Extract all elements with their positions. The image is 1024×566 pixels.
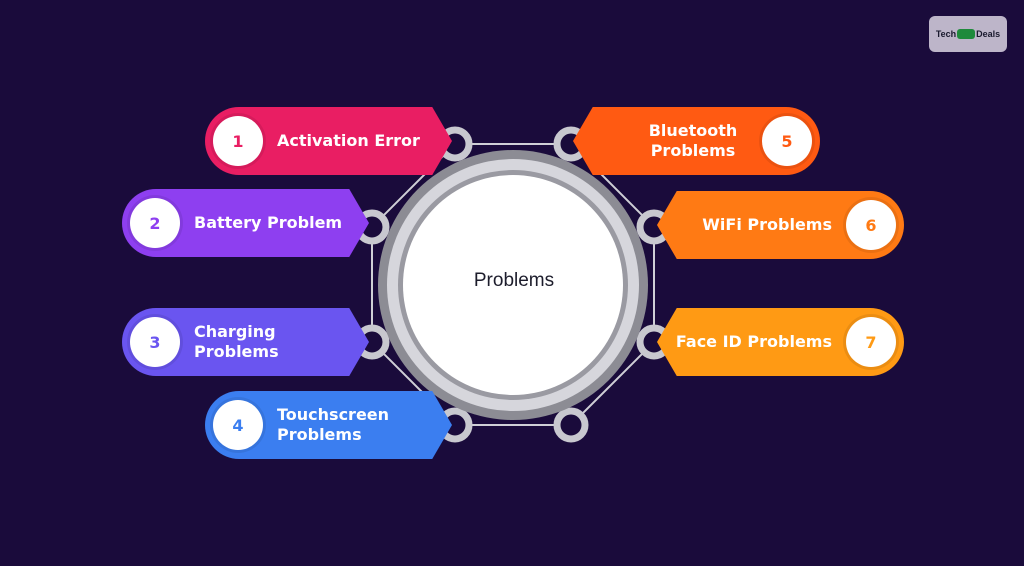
problem-item-2: 2 Battery Problem — [122, 189, 369, 257]
hub-face — [403, 175, 623, 395]
item-number: 2 — [130, 198, 180, 248]
item-number: 5 — [762, 116, 812, 166]
logo-text-middle: Bit — [957, 29, 976, 39]
logo-text-left: Tech — [935, 29, 957, 39]
logo-text-right: Deals — [976, 29, 1001, 39]
brand-logo: Tech Bit Deals — [929, 16, 1007, 52]
item-label: Bluetooth Problems — [648, 121, 738, 160]
center-label: Problems — [473, 270, 555, 291]
item-number: 3 — [130, 317, 180, 367]
problem-item-1: 1 Activation Error — [205, 107, 452, 175]
item-label: Touchscreen Problems — [277, 405, 390, 444]
item-label: Activation Error — [277, 131, 420, 150]
problem-item-6: WiFi Problems 6 — [657, 191, 904, 259]
problem-item-3: 3 Charging Problems — [122, 308, 369, 376]
problem-item-4: 4 Touchscreen Problems — [205, 391, 452, 459]
item-label: WiFi Problems — [702, 215, 832, 234]
connector-rings — [354, 126, 672, 443]
item-label: Face ID Problems — [675, 332, 832, 351]
ring-8 — [553, 407, 589, 443]
item-number: 6 — [846, 200, 896, 250]
item-number: 7 — [846, 317, 896, 367]
item-label: Charging Problems — [194, 322, 279, 361]
problem-item-7: Face ID Problems 7 — [657, 308, 904, 376]
item-number: 4 — [213, 400, 263, 450]
problem-item-5: Bluetooth Problems 5 — [573, 107, 820, 175]
item-number: 1 — [213, 116, 263, 166]
item-label: Battery Problem — [194, 213, 343, 232]
